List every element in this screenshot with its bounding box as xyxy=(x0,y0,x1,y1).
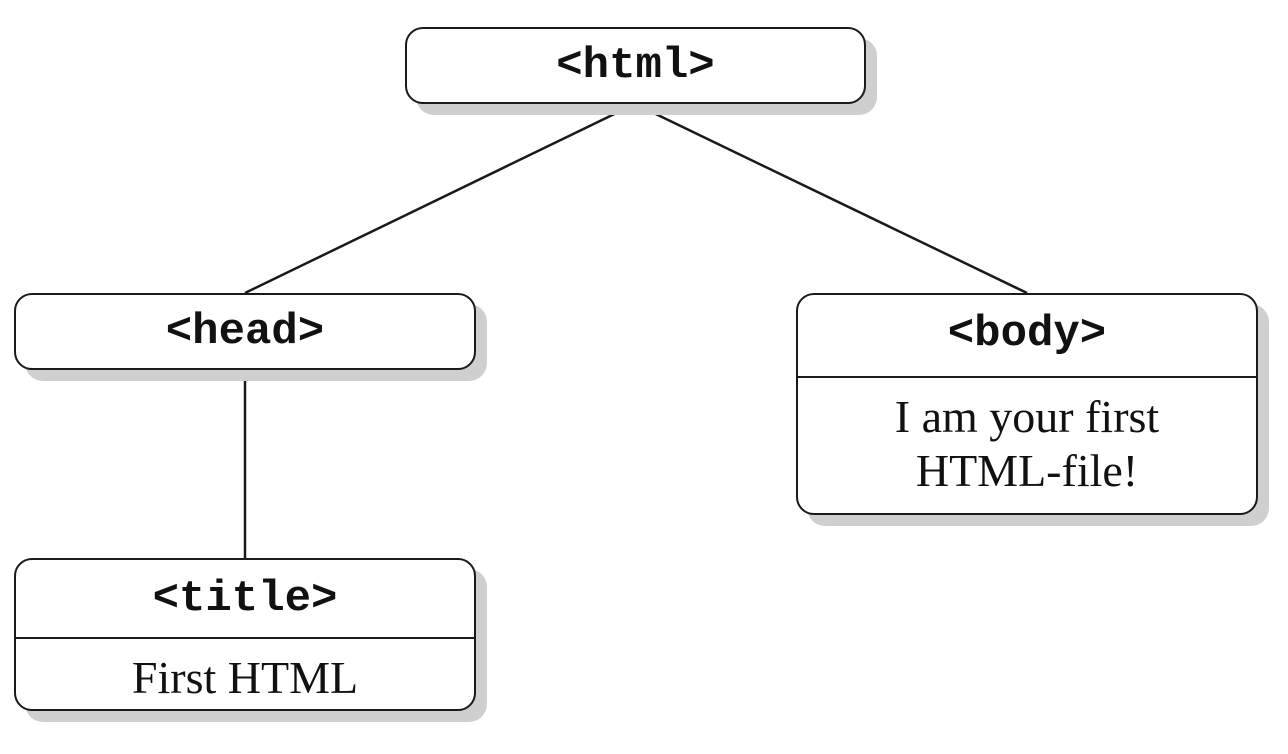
title-tag-label: <title> xyxy=(152,574,338,624)
body-content-text: I am your first HTML-file! xyxy=(894,391,1160,497)
edge-html-to-head xyxy=(244,102,636,295)
title-content-text: First HTML xyxy=(131,652,359,703)
body-element-node: <body> I am your first HTML-file! xyxy=(796,293,1258,515)
body-node-divider xyxy=(798,376,1256,378)
head-tag-label: <head> xyxy=(165,307,325,357)
body-tag-label: <body> xyxy=(947,309,1107,359)
title-element-node: <title> First HTML xyxy=(14,558,476,711)
html-element-node: <html> xyxy=(405,27,866,104)
head-element-node: <head> xyxy=(14,293,476,370)
edge-html-to-body xyxy=(634,102,1028,295)
html-tag-label: <html> xyxy=(556,41,715,91)
title-node-divider xyxy=(16,637,474,639)
